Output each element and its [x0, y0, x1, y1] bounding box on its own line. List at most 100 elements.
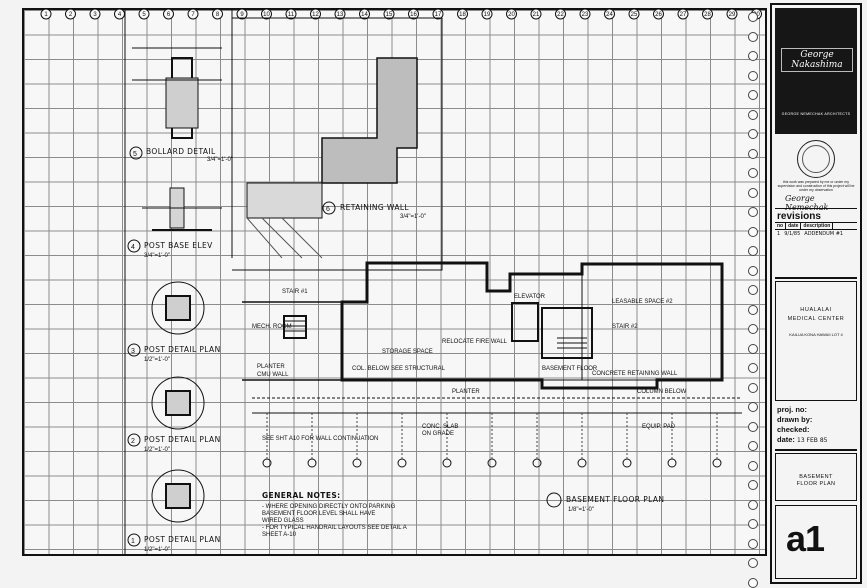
grid-bubble — [236, 8, 248, 20]
column-marker — [487, 458, 497, 468]
column-marker — [577, 458, 587, 468]
logo-signature: George Nakashima — [781, 48, 853, 72]
drawn-by-label: drawn by: — [777, 415, 813, 424]
binding-hole — [748, 441, 758, 451]
column-marker — [442, 458, 452, 468]
grid-bubble — [359, 8, 370, 20]
revisions-header: no date description — [775, 222, 857, 230]
project-name: HUALALAI MEDICAL CENTER — [776, 306, 856, 324]
binding-hole — [748, 226, 758, 237]
rev-no: 1 — [777, 231, 781, 237]
grid-bubble-label: 26 — [655, 12, 662, 18]
detail-scale: 1/2"=1'-0" — [144, 357, 170, 363]
grid-bubble — [506, 8, 517, 20]
grid-bubble-label: 6 — [167, 12, 171, 18]
binding-hole — [748, 499, 758, 510]
callout: CONC. SLAB — [422, 424, 458, 430]
detail-title: POST DETAIL PLAN — [144, 345, 221, 354]
binding-hole — [748, 460, 758, 471]
detail-number: 3 — [131, 348, 135, 355]
binding-hole — [748, 538, 758, 549]
room-label: CMU WALL — [257, 372, 289, 378]
binding-hole — [748, 421, 758, 432]
checked-label: checked: — [777, 425, 810, 434]
rev-header-description: description — [801, 223, 834, 229]
binding-hole — [748, 265, 758, 276]
architect-logo: George Nakashima GEORGE NEMECHAK ARCHITE… — [775, 8, 857, 134]
detail-scale: 3/4"=1'-0" — [400, 214, 426, 220]
binding-hole — [748, 480, 758, 490]
detail-title: POST DETAIL PLAN — [144, 435, 221, 444]
room-label: CONCRETE RETAINING WALL — [592, 371, 678, 377]
post-detail-plan-3: 3 POST DETAIL PLAN 1/2"=1'-0" — [127, 281, 221, 363]
grid-bubble — [138, 8, 150, 20]
room-label: STAIR #1 — [282, 289, 308, 295]
detail-scale: 1/2"=1'-0" — [144, 447, 170, 453]
rev-header-no: no — [775, 223, 787, 229]
rev-description: ADDENDUM #1 — [804, 231, 844, 237]
binding-hole — [748, 51, 758, 61]
binding-hole — [748, 168, 758, 178]
general-note: BASEMENT FLOOR LEVEL SHALL HAVE — [262, 511, 375, 517]
binding-hole — [748, 12, 758, 22]
grid-bubble — [628, 8, 640, 20]
room-label: COL. BELOW SEE STRUCTURAL — [352, 366, 446, 372]
architect-seal-icon — [797, 140, 835, 178]
room-label: LEASABLE SPACE #2 — [612, 299, 673, 305]
grid-bubble — [261, 8, 272, 20]
proj-no-label: proj. no: — [777, 405, 807, 414]
column-marker — [397, 458, 407, 468]
grid-bubble-label: 4 — [118, 12, 122, 18]
binding-hole — [748, 285, 758, 295]
grid-bubble — [702, 8, 713, 20]
detail-title: RETAINING WALL — [340, 203, 409, 212]
room-label: STORAGE SPACE — [382, 349, 433, 355]
column-marker — [712, 458, 722, 468]
grid-bubble — [408, 8, 419, 20]
grid-bubble-label: 1 — [44, 12, 48, 18]
column-marker — [667, 458, 677, 468]
grid-bubble — [187, 8, 199, 20]
grid-bubble-label: 19 — [484, 12, 491, 18]
grid-bubble-label: 11 — [288, 12, 295, 18]
revision-row: 1 9/1/85 ADDENDUM #1 — [775, 230, 857, 238]
grid-bubble — [334, 8, 346, 20]
detail-number: 5 — [133, 151, 137, 158]
grid-bubble-label: 23 — [582, 12, 589, 18]
sheet-title: BASEMENT FLOOR PLAN — [776, 474, 856, 488]
binding-hole — [748, 402, 758, 412]
date-label: date: — [777, 435, 795, 444]
room-label: PLANTER — [452, 389, 480, 395]
sheet-title-box: BASEMENT FLOOR PLAN — [775, 453, 857, 501]
grid-bubble — [212, 8, 223, 20]
binding-hole — [748, 207, 758, 217]
grid-bubble — [310, 8, 321, 20]
room-label: STAIR #2 — [612, 324, 638, 330]
grid-bubble-label: 3 — [93, 12, 97, 18]
grid-bubble-label: 17 — [435, 12, 442, 18]
project-location: KAILUA KONA HAWAII LOT 4 — [789, 332, 843, 337]
detail-number: 6 — [326, 206, 330, 213]
post-detail-plan-2: 2 POST DETAIL PLAN 1/2"=1'-0" — [127, 376, 221, 453]
grid-bubble-label: 21 — [533, 12, 540, 18]
detail-scale: 3/4"=1'-0" — [207, 157, 233, 163]
room-label: MECH. ROOM — [252, 324, 292, 330]
plan-title: BASEMENT FLOOR PLAN — [566, 495, 664, 504]
sheet-number-box: a1 — [775, 505, 857, 579]
binding-hole — [748, 343, 758, 354]
binding-hole — [748, 31, 758, 42]
callout: SEE SHT A10 FOR WALL CONTINUATION — [262, 436, 378, 442]
rev-date: 9/1/85 — [784, 231, 801, 237]
detail-scale: 1/2"=1'-0" — [144, 547, 170, 553]
grid-bubble-label: 8 — [216, 12, 220, 18]
grid-bubble — [604, 8, 615, 20]
grid-bubble-label: 20 — [508, 12, 515, 18]
grid-bubble-label: 2 — [69, 12, 73, 18]
grid-bubble — [653, 8, 664, 20]
grid-bubble-label: 9 — [240, 12, 244, 18]
binding-hole — [748, 109, 758, 120]
binding-hole — [748, 519, 758, 529]
post-detail-plan-1: 1 POST DETAIL PLAN 1/2"=1'-0" — [127, 469, 220, 553]
